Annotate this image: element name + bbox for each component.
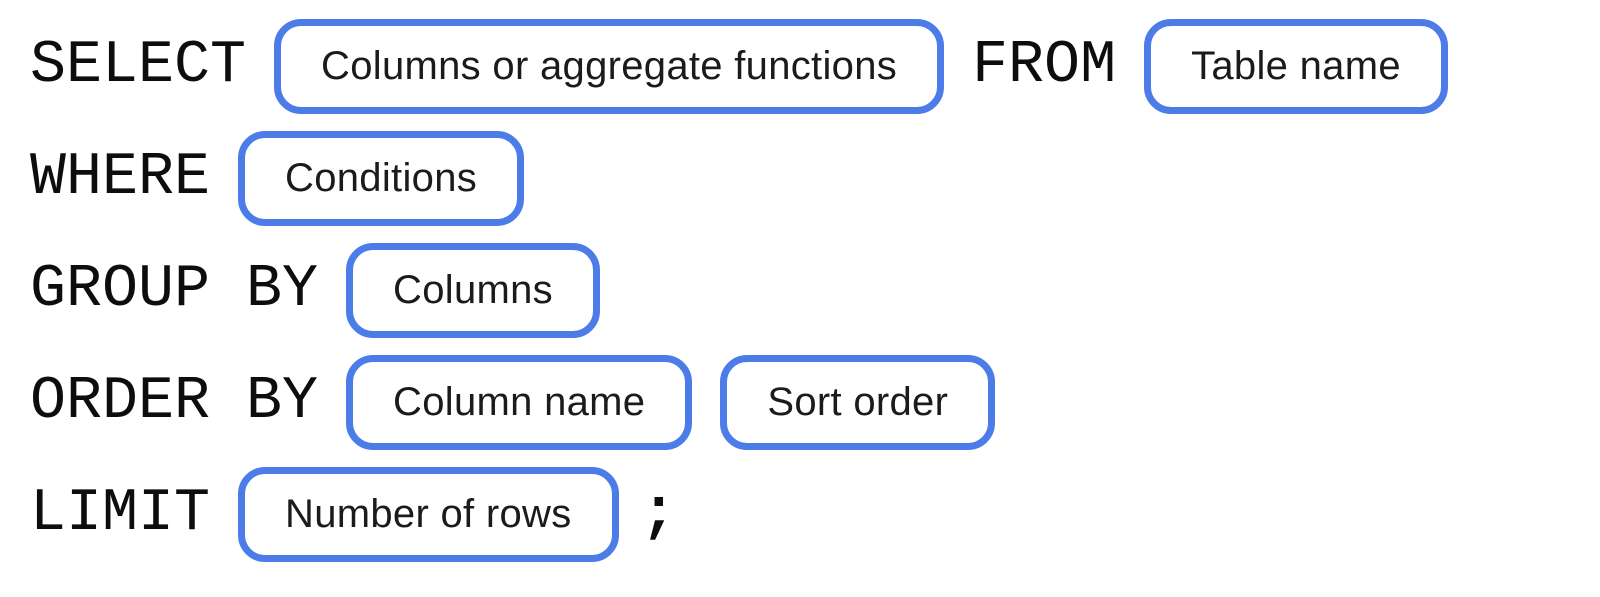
sql-keyword: ORDER BY [30,368,319,436]
sql-syntax-row: LIMIT Number of rows; [30,458,1600,570]
sql-placeholder-pill: Columns or aggregate functions [274,18,945,114]
sql-keyword: SELECT [30,32,247,100]
sql-syntax-row: WHERE Conditions [30,122,1600,234]
sql-semicolon: ; [640,480,677,548]
sql-keyword: WHERE [30,144,211,212]
sql-syntax-row: ORDER BY Column name Sort order [30,346,1600,458]
sql-placeholder-pill: Sort order [720,354,996,450]
sql-placeholder-pill: Conditions [238,130,525,226]
sql-placeholder-pill: Columns [346,242,600,338]
sql-keyword: LIMIT [30,480,211,548]
sql-placeholder-pill: Table name [1144,18,1448,114]
sql-keyword: FROM [972,32,1117,100]
sql-syntax-row: GROUP BY Columns [30,234,1600,346]
sql-keyword: GROUP BY [30,256,319,324]
sql-syntax-row: SELECT Columns or aggregate functions FROM… [30,10,1600,122]
sql-placeholder-pill: Number of rows [238,466,619,562]
sql-placeholder-pill: Column name [346,354,693,450]
